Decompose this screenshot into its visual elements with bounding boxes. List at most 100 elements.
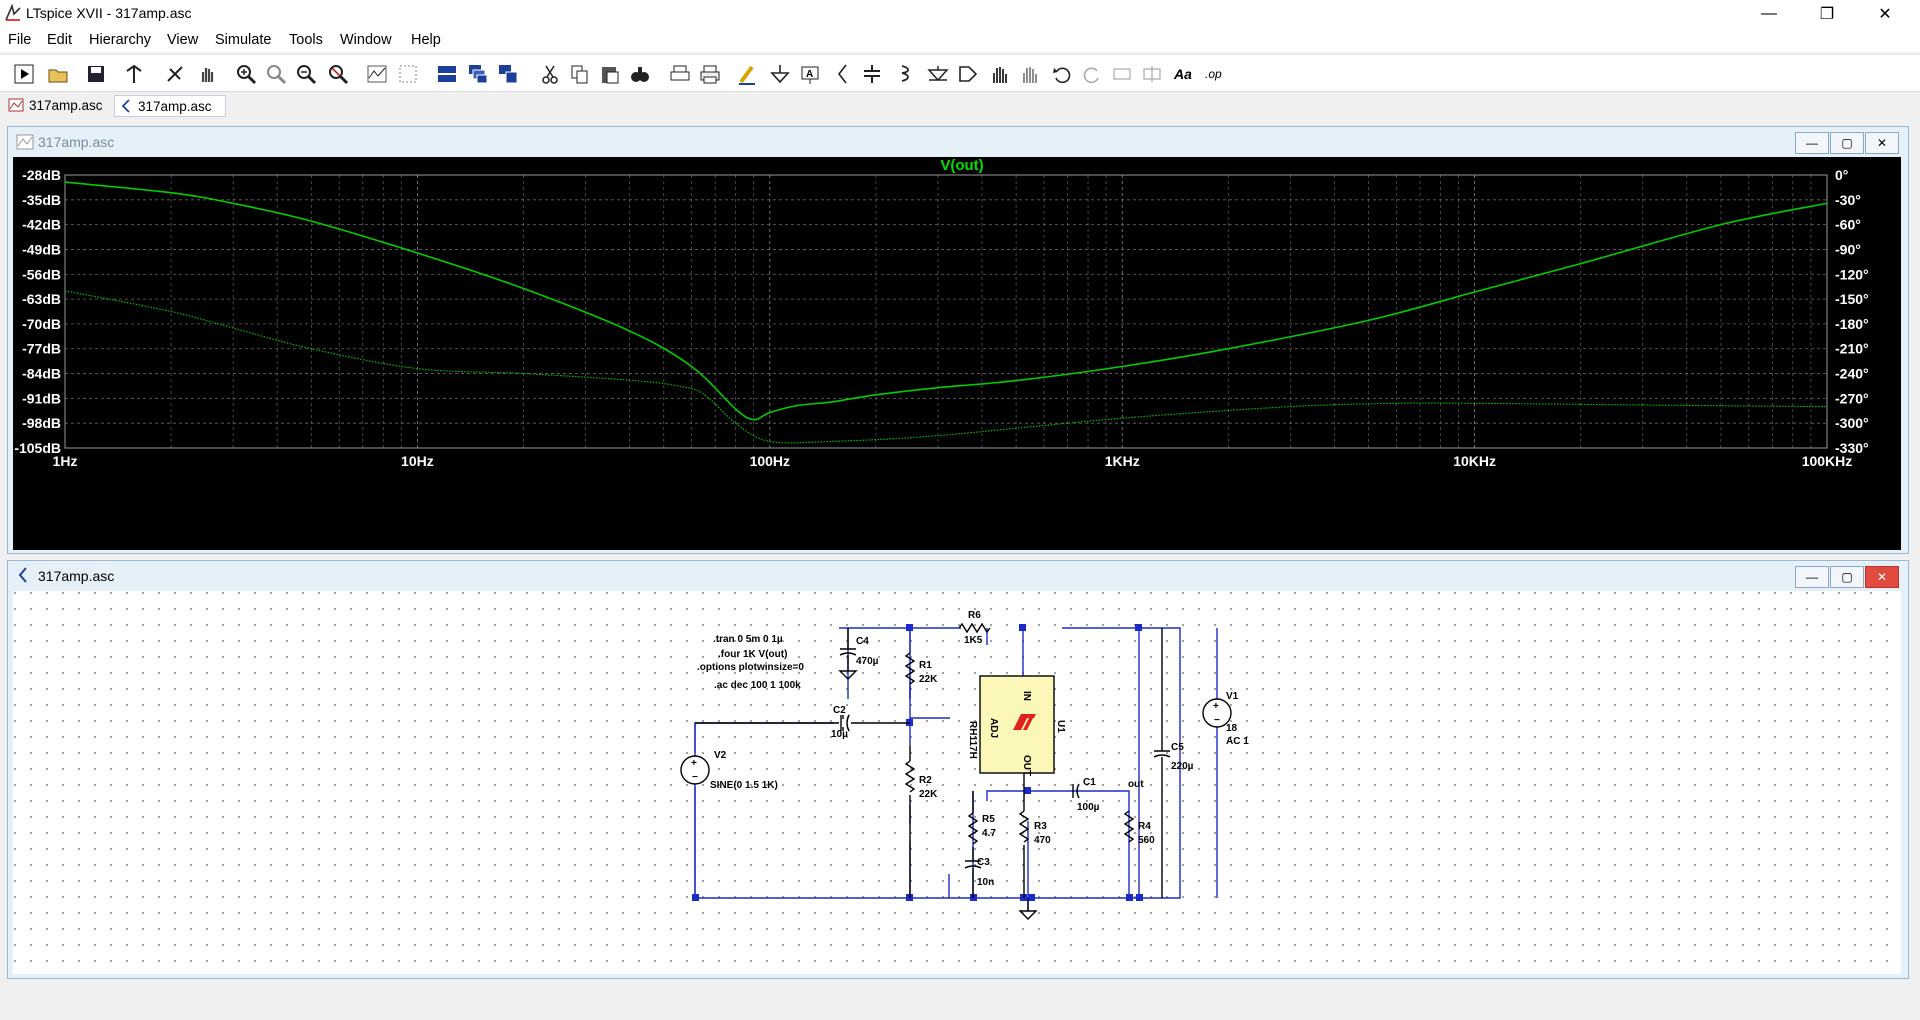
menu-file[interactable]: File <box>8 32 32 48</box>
schematic-minimize-button[interactable]: — <box>1795 566 1829 588</box>
voltage-source-V1[interactable]: +− V1 18 AC 1 <box>1202 628 1249 898</box>
left-axis-ticks: -28dB-35dB-42dB-49dB-56dB-63dB-70dB-77dB… <box>14 167 61 456</box>
ground-button[interactable] <box>768 62 792 86</box>
phase-trace[interactable] <box>64 290 1828 444</box>
svg-text:A: A <box>806 69 813 80</box>
plot-area[interactable]: V(out) -28dB-35dB-42dB-49dB-56dB-63dB-70… <box>13 157 1901 550</box>
schematic-maximize-button[interactable]: ▢ <box>1830 566 1864 588</box>
autorange-button[interactable] <box>365 62 389 86</box>
resistor-R3[interactable]: R3 470 <box>1018 773 1051 898</box>
U1-label: U1 <box>1055 720 1066 733</box>
find-button[interactable] <box>628 62 652 86</box>
control-panel-button[interactable] <box>122 62 146 86</box>
right-axis-tick-label: -270° <box>1835 390 1869 406</box>
capacitor-C3[interactable]: C3 10n <box>964 857 994 898</box>
resistor-R1[interactable]: R1 22K <box>904 628 938 699</box>
directive-ac[interactable]: .ac dec 100 1 100k <box>714 680 801 691</box>
voltage-source-V2[interactable]: +− V2 SINE(0 1.5 1K) <box>680 750 778 791</box>
save-button[interactable] <box>84 62 108 86</box>
maximize-icon: ▢ <box>1841 570 1853 584</box>
tile-horizontal-icon <box>438 66 456 82</box>
label-net-button[interactable]: A <box>798 62 822 86</box>
paste-button[interactable] <box>598 62 622 86</box>
menu-hierarchy[interactable]: Hierarchy <box>89 32 152 48</box>
resistor-button[interactable] <box>830 62 854 86</box>
tile-vertical-button[interactable] <box>496 62 520 86</box>
net-label-out[interactable]: out <box>1128 779 1144 790</box>
close-icon: ✕ <box>1878 6 1892 23</box>
tile-horizontal-button[interactable] <box>435 62 459 86</box>
drag-button[interactable] <box>1018 62 1042 86</box>
schematic-canvas[interactable]: R6 1K5 C4 470µ R1 22K C2 <box>13 591 1901 974</box>
menu-help[interactable]: Help <box>411 32 441 48</box>
cascade-icon <box>469 65 488 84</box>
cut-button[interactable] <box>538 62 562 86</box>
zoom-rect-button[interactable] <box>264 62 288 86</box>
directive-four[interactable]: .four 1K V(out) <box>718 649 787 660</box>
svg-text:Aa: Aa <box>1173 66 1192 82</box>
undo-icon <box>1053 67 1071 84</box>
cascade-button[interactable] <box>466 62 490 86</box>
R4-label: R4 <box>1138 821 1151 832</box>
resistor-R4[interactable]: R4 560 <box>1123 810 1155 846</box>
capacitor-button[interactable] <box>860 62 884 86</box>
redo-button[interactable] <box>1080 62 1104 86</box>
menu-window[interactable]: Window <box>340 32 392 48</box>
right-axis-tick-label: -300° <box>1835 415 1869 431</box>
text-button[interactable]: Aa <box>1172 62 1196 86</box>
capacitor-C4[interactable]: C4 470µ <box>838 628 879 680</box>
tab-schematic-label: 317amp.asc <box>138 98 212 114</box>
zoom-cancel-button[interactable] <box>326 62 350 86</box>
draw-wire-button[interactable] <box>736 62 760 86</box>
move-button[interactable] <box>988 62 1012 86</box>
minimize-button[interactable]: — <box>1740 0 1798 28</box>
close-button[interactable]: ✕ <box>1856 0 1914 28</box>
mirror-button[interactable] <box>1140 62 1164 86</box>
run-button[interactable] <box>12 62 36 86</box>
zoom-out-button[interactable] <box>294 62 318 86</box>
halt-button[interactable] <box>163 62 187 86</box>
schematic-close-button[interactable]: ✕ <box>1865 566 1899 588</box>
plot-close-button[interactable]: ✕ <box>1865 132 1899 154</box>
tab-waveform[interactable]: 317amp.asc <box>8 95 108 115</box>
ground-icon <box>1018 898 1038 920</box>
pan-button[interactable] <box>195 62 219 86</box>
print-button[interactable] <box>668 62 692 86</box>
zoom-in-button[interactable] <box>234 62 258 86</box>
print-setup-button[interactable] <box>698 62 722 86</box>
undo-button[interactable] <box>1050 62 1074 86</box>
copy-button[interactable] <box>568 62 592 86</box>
menu-edit[interactable]: Edit <box>47 32 72 48</box>
diode-button[interactable] <box>926 62 950 86</box>
spice-directive-button[interactable]: .op <box>1202 62 1226 86</box>
resistor-R6[interactable]: R6 1K5 <box>956 610 991 646</box>
svg-text:−: − <box>692 772 698 783</box>
capacitor-C2[interactable]: C2 10µ <box>695 705 910 740</box>
directive-tran[interactable]: .tran 0 5m 0 1µ <box>713 634 783 645</box>
capacitor-C1[interactable]: C1 100µ out <box>1072 777 1144 813</box>
C4-value: 470µ <box>856 656 879 667</box>
print-setup-icon <box>700 65 720 84</box>
maximize-button[interactable]: ❐ <box>1798 0 1856 28</box>
fit-button[interactable] <box>396 62 420 86</box>
component-button[interactable] <box>956 62 980 86</box>
resistor-R2[interactable]: R2 22K <box>904 746 938 898</box>
rotate-button[interactable] <box>1110 62 1134 86</box>
regulator-U1[interactable]: IN ADJ OUT U1 RH117H <box>967 675 1066 776</box>
inductor-button[interactable] <box>892 62 916 86</box>
menu-simulate[interactable]: Simulate <box>215 32 272 48</box>
menu-tools[interactable]: Tools <box>289 32 323 48</box>
menu-view[interactable]: View <box>167 32 199 48</box>
plot-minimize-button[interactable]: — <box>1795 132 1829 154</box>
capacitor-C5[interactable]: C5 220µ <box>1153 628 1194 898</box>
trace-name-label[interactable]: V(out) <box>940 157 983 174</box>
C3-value: 10n <box>977 877 994 888</box>
tab-schematic[interactable]: 317amp.asc <box>114 95 226 117</box>
directive-options[interactable]: .options plotwinsize=0 <box>697 662 804 673</box>
print-icon <box>670 65 690 81</box>
resistor-R5[interactable]: R5 4.7 <box>967 791 996 861</box>
plot-maximize-button[interactable]: ▢ <box>1830 132 1864 154</box>
magnitude-trace[interactable] <box>64 181 1828 421</box>
open-button[interactable] <box>46 62 70 86</box>
spice-directives[interactable]: .tran 0 5m 0 1µ .four 1K V(out) .options… <box>697 634 804 691</box>
